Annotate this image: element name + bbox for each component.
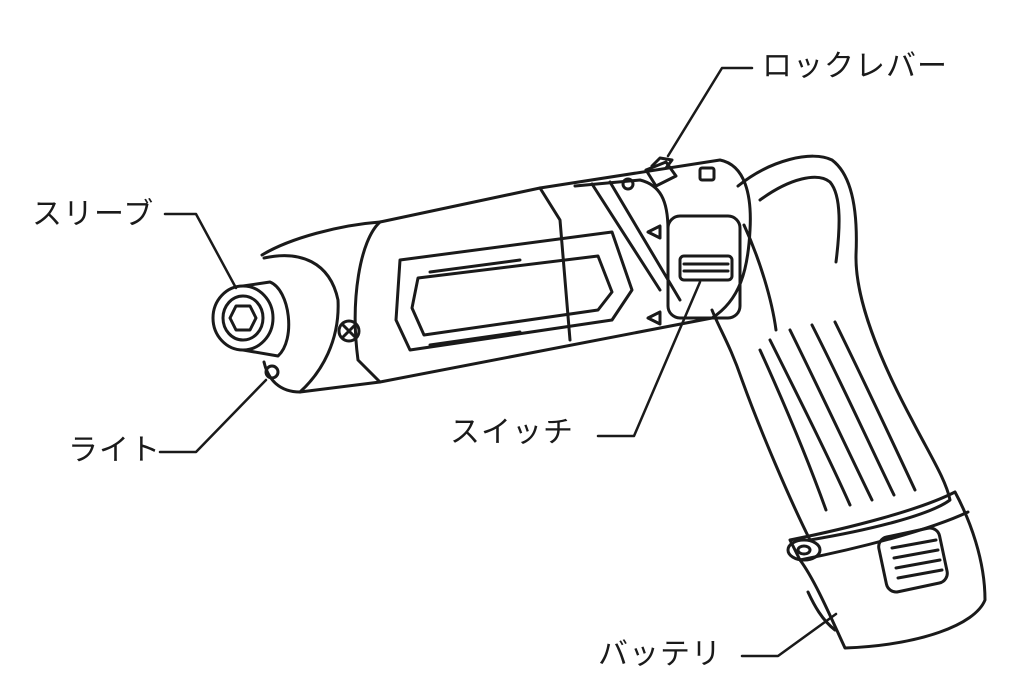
label-light: ライト xyxy=(68,433,161,468)
label-battery: バッテリ xyxy=(598,637,722,672)
leader-light xyxy=(158,378,268,454)
light xyxy=(264,364,280,380)
label-lock-lever: ロックレバー xyxy=(762,49,948,84)
switch xyxy=(646,214,742,326)
body xyxy=(260,158,752,394)
label-sleeve: スリーブ xyxy=(32,197,155,232)
leader-sleeve xyxy=(163,212,238,290)
battery xyxy=(786,490,987,650)
label-switch: スイッチ xyxy=(450,415,574,450)
leader-switch xyxy=(596,280,702,438)
grip xyxy=(710,154,952,542)
leader-lines xyxy=(158,66,838,658)
sleeve xyxy=(211,280,291,358)
leader-lock-lever xyxy=(666,66,754,158)
lock-lever xyxy=(621,156,716,191)
leader-battery xyxy=(740,612,838,658)
